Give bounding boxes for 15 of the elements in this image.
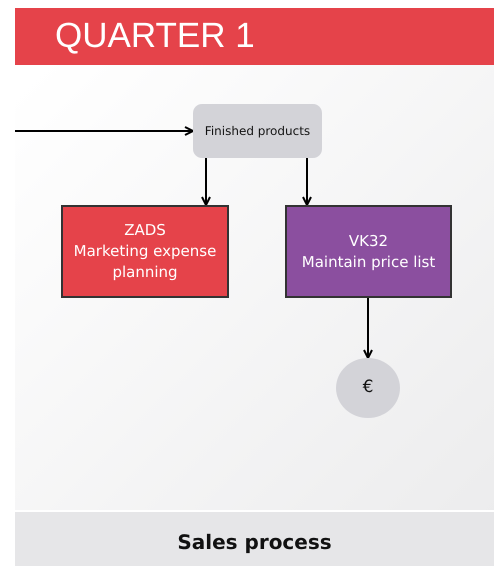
node-text: €	[362, 376, 374, 400]
arrow	[363, 298, 373, 359]
arrow	[302, 158, 312, 206]
title: QUARTER 1	[55, 16, 255, 56]
node-text: Finished products	[204, 122, 310, 140]
process-box	[193, 104, 322, 158]
arrow	[201, 158, 211, 206]
node-text: Marketing expense planning	[72, 241, 218, 283]
process-box	[285, 205, 452, 298]
caption: Sales process	[176, 530, 333, 554]
node-text: ZADS	[124, 220, 166, 241]
arrow	[15, 126, 194, 136]
node-text: VK32	[348, 230, 388, 252]
node-text: Maintain price list	[302, 252, 436, 272]
process-box	[61, 205, 229, 298]
